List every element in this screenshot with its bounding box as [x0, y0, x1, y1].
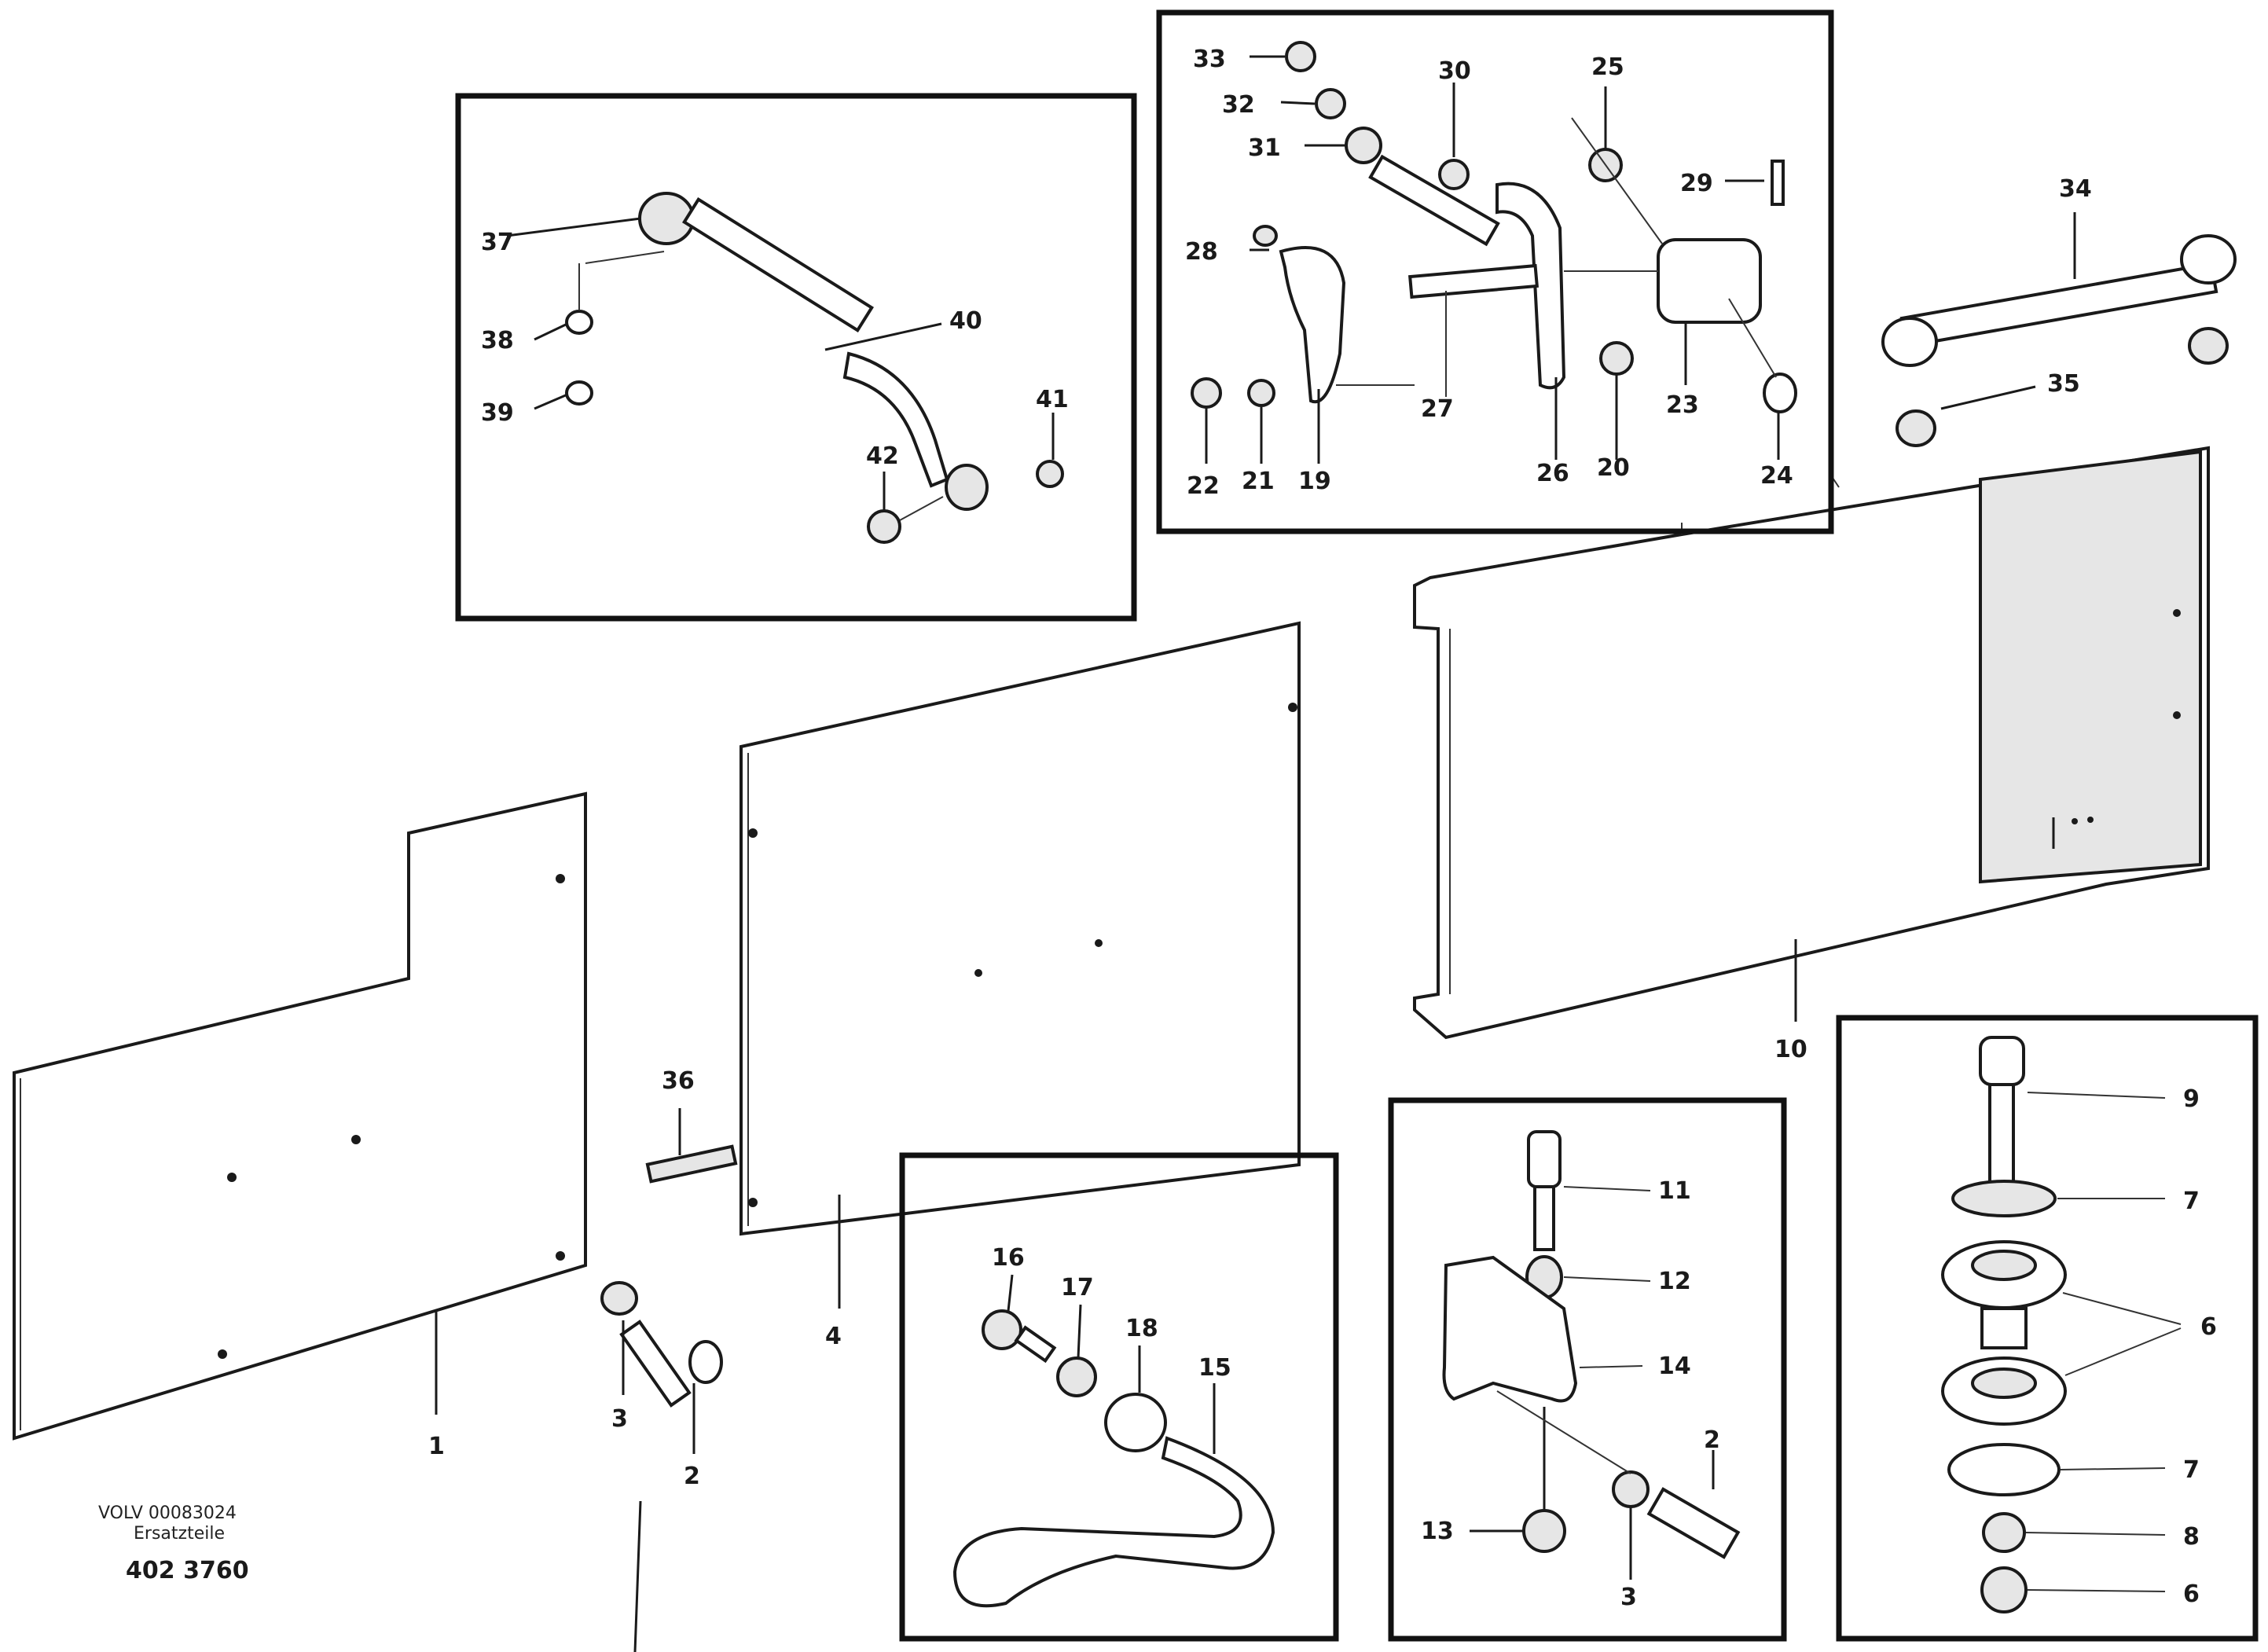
panel-right-hinged	[1413, 446, 2210, 1040]
label-22: 22	[1187, 472, 1220, 500]
label-27: 27	[1421, 395, 1454, 423]
label-2: 2	[684, 1463, 700, 1490]
gas-strut-34	[1881, 212, 2237, 447]
label-8: 8	[2183, 1523, 2200, 1551]
label-7b: 7	[2183, 1456, 2200, 1484]
label-4: 4	[825, 1323, 842, 1350]
label-12: 12	[1658, 1268, 1691, 1295]
label-40: 40	[949, 307, 982, 335]
label-3: 3	[611, 1405, 628, 1433]
label-1: 1	[428, 1433, 445, 1460]
label-29: 29	[1680, 170, 1713, 197]
label-3b: 3	[1620, 1584, 1637, 1611]
label-6: 6	[2200, 1313, 2217, 1341]
label-17: 17	[1061, 1274, 1094, 1301]
label-9a: 9	[2183, 1085, 2200, 1113]
detail-box-handle	[899, 1152, 1339, 1642]
label-28: 28	[1185, 238, 1218, 266]
label-7a: 7	[2183, 1188, 2200, 1215]
label-11: 11	[1658, 1177, 1691, 1205]
label-24: 24	[1760, 462, 1793, 490]
label-38: 38	[481, 327, 514, 354]
label-34: 34	[2059, 175, 2092, 203]
ref-line-1: VOLV 00083024	[98, 1503, 237, 1523]
label-32: 32	[1222, 91, 1255, 119]
label-41: 41	[1036, 386, 1069, 413]
label-33: 33	[1193, 46, 1226, 73]
label-42: 42	[866, 442, 899, 470]
ref-line-2: Ersatzteile	[134, 1524, 225, 1544]
label-39: 39	[481, 399, 514, 427]
bolt-assembly-2-3	[600, 1281, 723, 1652]
label-26: 26	[1536, 460, 1569, 487]
detail-box-hinge	[1156, 9, 1834, 534]
label-36: 36	[662, 1067, 695, 1095]
detail-box-mount	[1836, 1015, 2259, 1642]
label-31: 31	[1248, 134, 1281, 162]
panel-middle	[739, 621, 1301, 1309]
detail-box-bracket	[1388, 1097, 1787, 1642]
label-23: 23	[1666, 391, 1699, 419]
label-2b: 2	[1704, 1426, 1720, 1454]
label-18: 18	[1125, 1315, 1158, 1342]
label-21: 21	[1242, 468, 1275, 495]
label-16: 16	[992, 1244, 1025, 1272]
label-15: 15	[1198, 1354, 1231, 1382]
label-25: 25	[1591, 53, 1624, 81]
label-10: 10	[1774, 1036, 1807, 1063]
label-9b: 6	[2183, 1580, 2200, 1608]
label-35: 35	[2047, 370, 2080, 398]
label-20: 20	[1597, 454, 1630, 482]
label-14: 14	[1658, 1353, 1691, 1380]
label-37: 37	[481, 229, 514, 256]
panel-left	[13, 791, 587, 1441]
label-13: 13	[1421, 1518, 1454, 1545]
label-19: 19	[1298, 468, 1331, 495]
pin-36	[645, 1108, 738, 1184]
label-30: 30	[1438, 57, 1471, 85]
detail-box-latch	[455, 93, 1137, 622]
ref-code: 402 3760	[126, 1557, 249, 1584]
